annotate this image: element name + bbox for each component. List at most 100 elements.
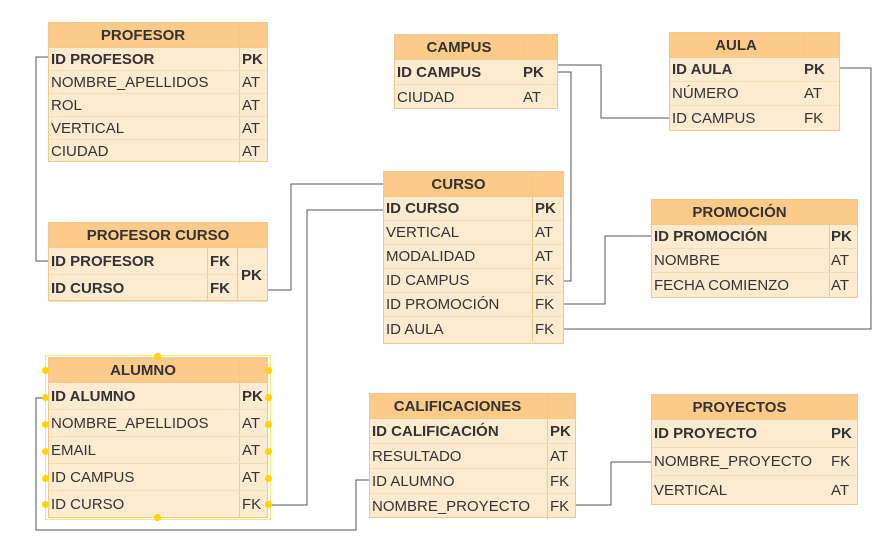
- table-row[interactable]: ID PROFESOR FK: [49, 248, 267, 275]
- table-title: CURSO: [431, 175, 486, 193]
- table-title: CAMPUS: [426, 38, 492, 56]
- table-title: AULA: [715, 36, 757, 54]
- table-row[interactable]: ID ALUMNO PK: [49, 383, 267, 410]
- field-name: EMAIL: [51, 441, 97, 459]
- table-row[interactable]: ROL AT: [49, 94, 267, 117]
- field-name: ID CURSO: [51, 496, 125, 513]
- field-name: FECHA COMIENZO: [654, 276, 790, 294]
- table-title: PROFESOR CURSO: [86, 226, 230, 244]
- connector-curso-promocion: [564, 235, 651, 305]
- table-title: PROYECTOS: [692, 398, 787, 416]
- field-name: ID PROMOCIÓN: [386, 296, 500, 313]
- field-key: FK: [210, 279, 230, 297]
- table-title: CALIFICACIONES: [393, 397, 522, 415]
- table-row[interactable]: ID CURSO FK: [49, 275, 267, 302]
- resize-handle[interactable]: [265, 394, 272, 401]
- field-name: NOMBRE_APELLIDOS: [51, 414, 209, 432]
- resize-handle[interactable]: [42, 394, 49, 401]
- field-key: AT: [242, 441, 261, 459]
- table-row[interactable]: ID PROYECTO PK: [652, 420, 857, 448]
- field-name: ID PROFESOR: [51, 252, 155, 270]
- resize-handle[interactable]: [42, 421, 49, 428]
- field-name: ROL: [51, 96, 82, 114]
- field-name: ID CURSO: [51, 279, 125, 297]
- resize-handle[interactable]: [42, 448, 49, 455]
- resize-handle[interactable]: [154, 514, 161, 521]
- field-key: AT: [550, 447, 569, 465]
- field-name: ID ALUMNO: [372, 472, 455, 490]
- resize-handle[interactable]: [42, 501, 49, 508]
- field-key: AT: [535, 248, 554, 265]
- table-title: ALUMNO: [110, 361, 176, 379]
- table-row[interactable]: ID PROMOCIÓN FK: [384, 293, 563, 317]
- table-row[interactable]: ID PROFESOR PK: [49, 48, 267, 71]
- field-key: FK: [535, 296, 555, 313]
- field-key: PK: [831, 425, 852, 442]
- field-key: AT: [242, 96, 261, 114]
- field-name: ID AULA: [672, 61, 733, 78]
- field-name: ID ALUMNO: [51, 387, 136, 405]
- field-key: AT: [804, 85, 823, 102]
- field-name: ID CAMPUS: [51, 468, 135, 486]
- resize-handle[interactable]: [42, 367, 49, 374]
- table-row[interactable]: FECHA COMIENZO AT: [652, 273, 857, 297]
- resize-handle[interactable]: [154, 353, 161, 360]
- table-header: PROFESOR: [49, 23, 267, 48]
- resize-handle[interactable]: [42, 475, 49, 482]
- resize-handle[interactable]: [265, 475, 272, 482]
- resize-handle[interactable]: [265, 421, 272, 428]
- field-key: FK: [550, 472, 570, 490]
- table-header: PROYECTOS: [652, 395, 857, 420]
- field-key: FK: [210, 252, 230, 270]
- field-name: ID PROYECTO: [654, 425, 758, 442]
- field-key: AT: [831, 276, 850, 294]
- table-header: CURSO: [384, 172, 563, 197]
- connector-profesor-curso-curso: [268, 183, 383, 291]
- field-key: PK: [535, 200, 556, 217]
- resize-handle[interactable]: [265, 448, 272, 455]
- connector-alumno-curso: [268, 209, 383, 506]
- field-key: PK: [242, 387, 263, 405]
- field-key: AT: [535, 224, 554, 241]
- table-row[interactable]: EMAIL AT: [49, 437, 267, 464]
- resize-handle[interactable]: [265, 367, 272, 374]
- table-row[interactable]: ID ALUMNO FK: [370, 469, 575, 494]
- resize-handle[interactable]: [265, 501, 272, 508]
- field-name: ID PROFESOR: [51, 50, 155, 68]
- field-name: NOMBRE_PROYECTO: [654, 453, 813, 470]
- field-name: ID CALIFICACIÓN: [372, 422, 499, 440]
- field-key: PK: [242, 50, 263, 68]
